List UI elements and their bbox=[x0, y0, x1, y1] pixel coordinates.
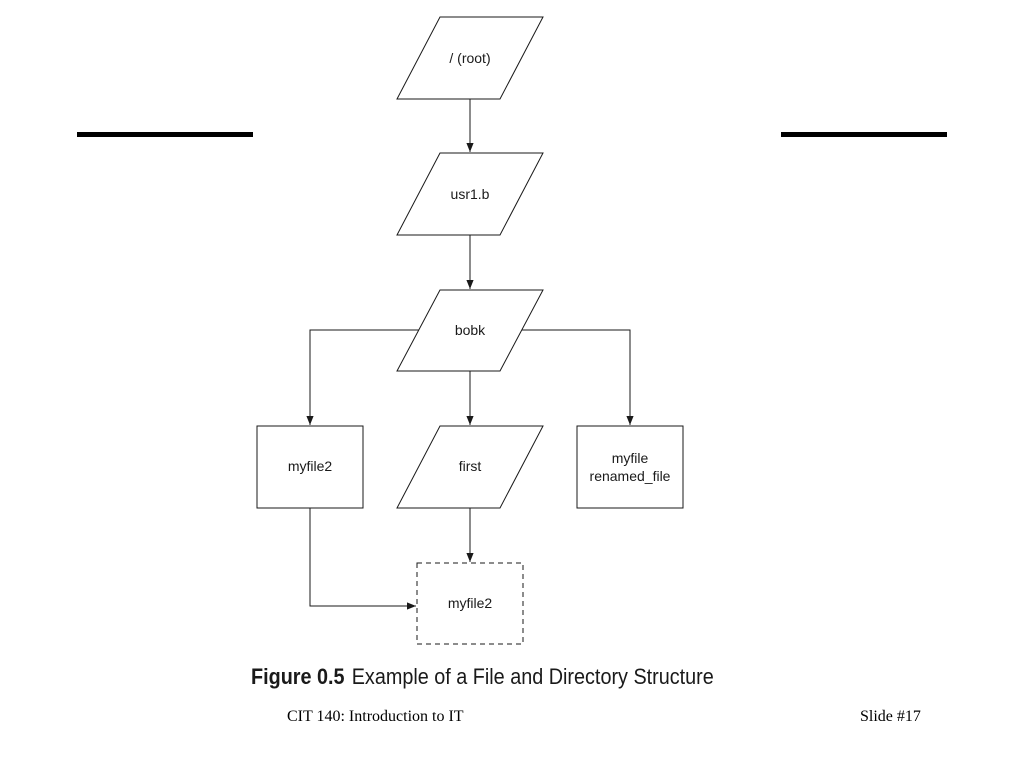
node-root-shape bbox=[396, 16, 544, 100]
node-usr: usr1.b bbox=[396, 152, 544, 236]
node-myfile2-left-shape bbox=[256, 425, 364, 509]
node-myfile-right-label-line2: renamed_file bbox=[590, 468, 671, 484]
node-first: first bbox=[396, 425, 544, 509]
node-myfile2-left: myfile2 bbox=[256, 425, 364, 509]
node-root: / (root) bbox=[396, 16, 544, 100]
title-rule-right bbox=[781, 132, 947, 137]
edge-myfile2-left-myfile2-bottom bbox=[309, 508, 416, 610]
footer-slide-number: Slide #17 bbox=[860, 708, 921, 725]
directory-structure-diagram: / (root) usr1.b bobk myfile2 first myfil… bbox=[256, 16, 684, 645]
connectors bbox=[306, 99, 634, 610]
node-usr-shape bbox=[396, 152, 544, 236]
node-first-shape bbox=[396, 425, 544, 509]
node-bobk-label: bobk bbox=[455, 322, 486, 338]
node-myfile2-bottom-label: myfile2 bbox=[448, 595, 493, 611]
node-myfile-right-label-line1: myfile bbox=[612, 450, 649, 466]
node-myfile2-bottom: myfile2 bbox=[416, 562, 524, 645]
edge-bobk-myfile2-left bbox=[306, 329, 420, 425]
node-bobk-shape bbox=[396, 289, 544, 372]
node-first-label: first bbox=[459, 458, 482, 474]
figure-title: Example of a File and Directory Structur… bbox=[351, 664, 714, 689]
node-myfile-right-shape bbox=[576, 425, 684, 509]
title-rule-left bbox=[77, 132, 253, 137]
node-bobk: bobk bbox=[396, 289, 544, 372]
node-myfile-right: myfile renamed_file bbox=[576, 425, 684, 509]
footer-course-title: CIT 140: Introduction to IT bbox=[287, 708, 464, 725]
node-root-label: / (root) bbox=[449, 50, 490, 66]
node-myfile2-bottom-shape bbox=[416, 562, 524, 645]
node-myfile2-left-label: myfile2 bbox=[288, 458, 333, 474]
node-usr-label: usr1.b bbox=[451, 186, 490, 202]
figure-number: Figure 0.5 bbox=[251, 664, 345, 689]
edge-bobk-myfile-right bbox=[521, 329, 634, 425]
